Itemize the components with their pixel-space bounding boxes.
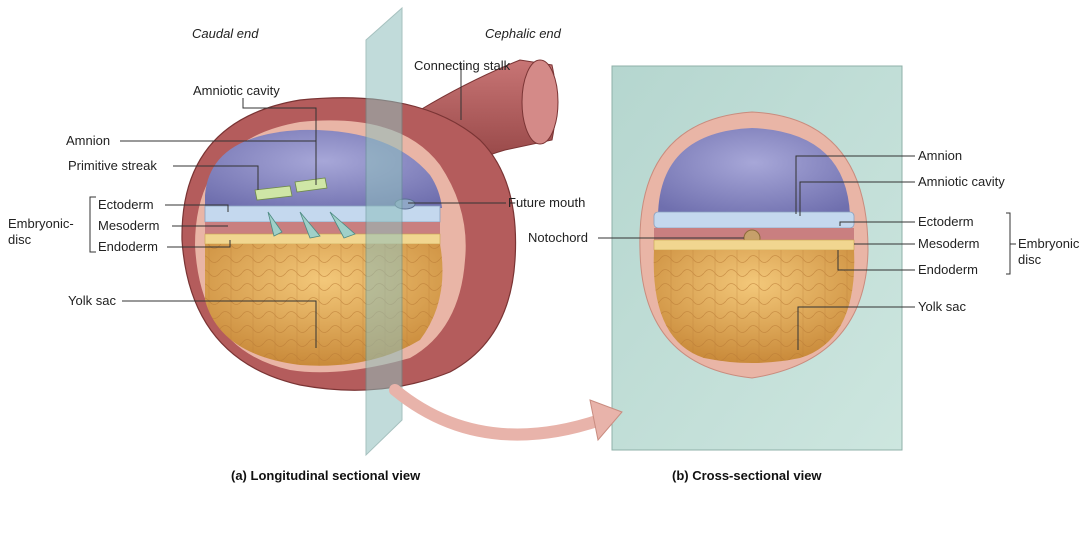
label-ectoderm-a: Ectoderm <box>98 197 154 212</box>
caption-longitudinal: (a) Longitudinal sectional view <box>231 468 421 483</box>
label-caudal-end: Caudal end <box>192 26 259 41</box>
section-arrowhead <box>589 399 623 442</box>
label-embryonic-a-2: disc <box>8 232 32 247</box>
cross-sectional-view <box>611 65 903 451</box>
label-mesoderm-a: Mesoderm <box>98 218 159 233</box>
label-yolk-sac-a: Yolk sac <box>68 293 116 308</box>
label-future-mouth: Future mouth <box>508 195 585 210</box>
label-amniotic-cavity-b: Amniotic cavity <box>918 174 1005 189</box>
label-mesoderm-b: Mesoderm <box>918 236 979 251</box>
label-yolk-sac-b: Yolk sac <box>918 299 966 314</box>
label-endoderm-a: Endoderm <box>98 239 158 254</box>
label-endoderm-b: Endoderm <box>918 262 978 277</box>
endoderm-layer-a <box>204 233 441 245</box>
leaders-b <box>598 155 1016 350</box>
label-notochord: Notochord <box>528 230 588 245</box>
label-embryonic-b-1: Embryonic <box>1018 236 1080 251</box>
amniotic-cavity-b <box>658 128 850 215</box>
caption-cross-section: (b) Cross-sectional view <box>672 468 822 483</box>
ectoderm-layer-b <box>653 211 855 229</box>
label-amniotic-cavity-a: Amniotic cavity <box>193 83 280 98</box>
section-arrow <box>389 384 606 441</box>
label-embryonic-b-2: disc <box>1018 252 1042 267</box>
mesoderm-layer-a <box>205 222 440 234</box>
label-cephalic-end: Cephalic end <box>485 26 562 41</box>
label-amnion-a: Amnion <box>66 133 110 148</box>
endoderm-layer-b <box>653 239 855 251</box>
label-primitive-streak: Primitive streak <box>68 158 157 173</box>
label-amnion-b: Amnion <box>918 148 962 163</box>
connecting-stalk-end <box>521 59 559 145</box>
label-embryonic-a-1: Embryonic- <box>8 216 74 231</box>
leaders-a <box>89 64 506 348</box>
primitive-streak-arrows <box>254 177 356 239</box>
longitudinal-view <box>181 6 559 457</box>
sectional-plane <box>365 6 403 457</box>
label-connecting-stalk: Connecting stalk <box>414 58 511 73</box>
label-ectoderm-b: Ectoderm <box>918 214 974 229</box>
